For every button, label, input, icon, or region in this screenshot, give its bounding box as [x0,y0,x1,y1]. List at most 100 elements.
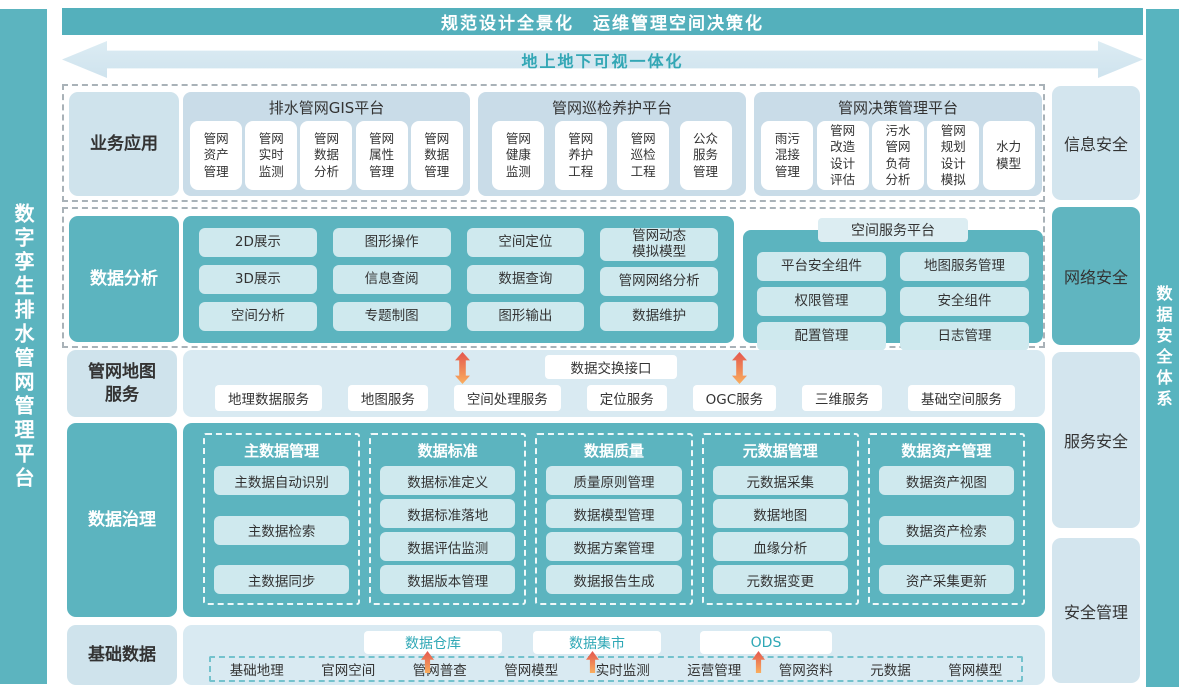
base-data-panel: 数据仓库 数据集市 ODS 基础地理 官网空间 管网普查 管网模型 实时监测 运… [183,625,1045,685]
governance-column-title: 数据资产管理 [901,442,992,460]
analysis-item: 空间定位 [466,228,585,257]
group-gis-platform: 排水管网GIS平台 管网 资产 管理 管网 实时 监测 管网 数据 分析 管网 … [183,92,470,196]
governance-item: 数据地图 [712,499,848,528]
governance-item: 元数据变更 [712,565,848,594]
governance-item: 质量原则管理 [546,466,682,495]
pill-ods: ODS [700,631,832,654]
data-security-system-bar: 数据安全体系 [1146,9,1179,687]
analysis-item: 数据查询 [466,265,585,294]
governance-item: 数据模型管理 [546,499,682,528]
governance-column-items: 数据标准定义 数据标准落地 数据评估监测 数据版本管理 [380,466,516,594]
governance-item: 数据标准落地 [380,499,516,528]
analysis-item: 图形输出 [466,302,585,331]
service-platform-column: 平台安全组件 权限管理 配置管理 [757,252,886,351]
platform-title: 数字孪生排水管网管理平台 [11,202,35,491]
row-label-base-data-text: 基础数据 [88,644,156,665]
governance-column-items: 质量原则管理 数据模型管理 数据方案管理 数据报告生成 [546,466,682,594]
security-box-information: 信息安全 [1052,86,1140,200]
analysis-column: 空间定位 数据查询 图形输出 [466,228,585,331]
pill-data-mart: 数据集市 [533,631,661,654]
analysis-item: 空间分析 [199,302,317,331]
base-data-item: 实时监测 [595,663,650,679]
group-inspection-platform: 管网巡检养护平台 管网 健康 监测 管网 养护 工程 管网 巡检 工程 公众 服… [478,92,746,196]
service-item: 定位服务 [586,385,667,411]
business-groups: 排水管网GIS平台 管网 资产 管理 管网 实时 监测 管网 数据 分析 管网 … [183,92,1043,196]
analysis-column: 2D展示 3D展示 空间分析 [199,228,317,331]
group-items: 管网 资产 管理 管网 实时 监测 管网 数据 分析 管网 属性 管理 管网 数… [187,121,466,190]
row-label-governance: 数据治理 [67,423,177,617]
row-label-base-data: 基础数据 [67,625,177,685]
governance-item: 主数据自动识别 [214,466,350,495]
app-item: 管网 养护 工程 [554,121,607,190]
service-item: 地理数据服务 [215,385,322,411]
service-item: 空间处理服务 [453,385,561,411]
app-item: 公众 服务 管理 [679,121,732,190]
row-label-governance-text: 数据治理 [88,509,156,530]
governance-item: 元数据采集 [712,466,848,495]
platform-title-bar: 数字孪生排水管网管理平台 [0,9,47,684]
top-banner: 规范设计全景化 运维管理空间决策化 [62,8,1143,35]
analysis-item: 数据维护 [600,302,718,331]
app-item: 管网 健康 监测 [492,121,545,190]
analysis-item: 专题制图 [332,302,451,331]
row-label-business-text: 业务应用 [90,133,158,154]
service-item: 三维服务 [802,385,883,411]
base-data-item: 官网空间 [321,663,376,679]
governance-item: 主数据检索 [214,515,350,545]
data-security-system-title: 数据安全体系 [1153,285,1173,411]
governance-item: 数据版本管理 [380,565,516,594]
analysis-column: 管网动态 模拟模型 管网网络分析 数据维护 [600,228,718,331]
governance-column-title: 数据质量 [584,442,645,460]
analysis-item: 管网网络分析 [600,267,718,296]
service-platform-item: 安全组件 [900,287,1029,316]
service-item: 地图服务 [347,385,428,411]
app-item: 雨污 混接 管理 [761,121,814,190]
row-label-map-service-text: 管网地图 服务 [88,361,156,405]
service-platform-item: 平台安全组件 [757,252,886,281]
group-title: 管网巡检养护平台 [551,99,672,117]
governance-column-items: 主数据自动识别 主数据检索 主数据同步 [214,466,350,594]
group-decision-platform: 管网决策管理平台 雨污 混接 管理 管网 改造 设计 评估 污水 管网 负荷 分… [754,92,1042,196]
service-platform-item: 权限管理 [757,287,886,316]
analysis-item: 信息查阅 [332,265,451,294]
governance-column-title: 主数据管理 [244,442,320,460]
analysis-item: 3D展示 [199,265,317,294]
business-application-row: 业务应用 排水管网GIS平台 管网 资产 管理 管网 实时 监测 管网 数据 分… [62,84,1045,202]
group-title: 排水管网GIS平台 [268,99,385,117]
group-items: 雨污 混接 管理 管网 改造 设计 评估 污水 管网 负荷 分析 管网 规划 设… [758,121,1038,190]
app-item: 管网 巡检 工程 [617,121,670,190]
double-arrow-banner: 地上地下可视一体化 [62,41,1143,78]
governance-column: 数据资产管理 数据资产视图 数据资产检索 资产采集更新 [867,433,1026,605]
app-item: 管网 规划 设计 模拟 [927,121,980,190]
security-box-management: 安全管理 [1052,538,1140,683]
analysis-item: 2D展示 [199,228,317,257]
governance-item: 数据资产检索 [878,515,1015,545]
group-title: 管网决策管理平台 [837,99,958,117]
base-data-item: 管网普查 [412,663,467,679]
service-platform-tab: 空间服务平台 [818,218,968,242]
analysis-panel: 2D展示 3D展示 空间分析 图形操作 信息查阅 专题制图 空间定位 数据查询 … [183,216,734,343]
updown-arrow-icon [455,352,470,384]
governance-item: 主数据同步 [214,565,350,594]
app-item: 管网 资产 管理 [190,121,243,190]
governance-column: 主数据管理 主数据自动识别 主数据检索 主数据同步 [203,433,361,605]
app-item: 管网 改造 设计 评估 [816,121,869,190]
service-platform-item: 地图服务管理 [900,252,1029,281]
base-data-item: 运营管理 [687,663,742,679]
pill-data-warehouse: 数据仓库 [364,631,502,654]
app-item: 管网 数据 分析 [300,121,353,190]
governance-item: 数据报告生成 [546,565,682,594]
analysis-column: 图形操作 信息查阅 专题制图 [332,228,451,331]
service-item: 基础空间服务 [907,385,1015,411]
security-box-service: 服务安全 [1052,352,1140,528]
governance-panel: 主数据管理 主数据自动识别 主数据检索 主数据同步 数据标准 数据标准定义 数据… [183,423,1045,617]
governance-item: 血缘分析 [712,532,848,561]
service-platform-column: 地图服务管理 安全组件 日志管理 [900,252,1029,351]
governance-column-items: 元数据采集 数据地图 血缘分析 元数据变更 [712,466,848,594]
governance-item: 数据资产视图 [878,466,1015,495]
governance-item: 数据评估监测 [380,532,516,561]
group-items: 管网 健康 监测 管网 养护 工程 管网 巡检 工程 公众 服务 管理 [482,121,742,190]
base-data-item: 管网模型 [948,663,1003,679]
updown-arrow-icon [732,352,747,384]
